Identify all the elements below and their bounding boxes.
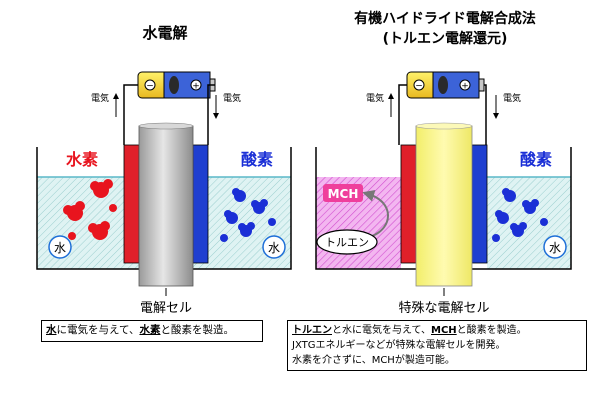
left-caption-segment: 水 — [46, 324, 57, 336]
left-caption-segment: に電気を与えて、 — [56, 324, 140, 336]
svg-text:水: 水 — [268, 241, 280, 255]
right-electricity-label-1: 電気 — [366, 92, 384, 104]
left-cathode — [123, 144, 140, 264]
right-caption-segment: トルエン — [292, 325, 332, 336]
left-caption-segment: 水素 — [139, 324, 161, 336]
right-caption: トルエンと水に電気を与えて、MCHと酸素を製造。 JXTGエネルギーなどが特殊な… — [287, 320, 587, 371]
water-circle-left-1: 水 — [48, 235, 72, 259]
right-cathode — [400, 144, 417, 264]
hydrogen-label: 水素 — [66, 150, 98, 169]
right-caption-segment: MCH — [431, 325, 457, 336]
right-caption-segment: と水に電気を与えて、 — [332, 325, 431, 336]
left-oxygen-label: 酸素 — [241, 150, 273, 169]
right-title-line2: (トルエン電解還元) — [383, 30, 508, 47]
left-caption-segment: と酸素を製造。 — [160, 324, 234, 336]
battery-icon-right: − + — [406, 71, 485, 99]
right-title-line1: 有機ハイドライド電解合成法 — [354, 10, 536, 27]
left-caption: 水に電気を与えて、水素と酸素を製造。 — [41, 320, 263, 342]
svg-text:MCH: MCH — [328, 187, 359, 201]
svg-text:−: − — [146, 82, 154, 92]
right-cell-label: 特殊な電解セル — [398, 301, 489, 316]
svg-text:+: + — [461, 82, 469, 92]
right-electricity-label-2: 電気 — [503, 92, 521, 104]
svg-text:+: + — [192, 82, 200, 92]
toluene-label: トルエン — [316, 229, 378, 255]
right-oxygen-label: 酸素 — [520, 150, 552, 169]
left-title: 水電解 — [142, 24, 187, 42]
hydrogen-bubbles — [63, 179, 117, 240]
left-cell-body — [138, 125, 194, 287]
left-cell-label: 電解セル — [140, 301, 192, 316]
left-electricity-label-2: 電気 — [223, 92, 241, 104]
svg-text:−: − — [415, 82, 423, 92]
right-anode — [471, 144, 488, 264]
battery-icon: − + — [137, 71, 216, 99]
water-circle-left-2: 水 — [262, 235, 286, 259]
svg-text:水: 水 — [54, 241, 66, 255]
right-caption-line2: JXTGエネルギーなどが特殊な電解セルを開発。 — [292, 340, 506, 351]
right-caption-line3: 水素を介さずに、MCHが製造可能。 — [292, 355, 455, 366]
svg-text:トルエン: トルエン — [325, 236, 369, 249]
left-electricity-label-1: 電気 — [91, 92, 109, 104]
svg-text:水: 水 — [549, 241, 561, 255]
right-caption-line1: トルエンと水に電気を与えて、MCHと酸素を製造。 — [292, 323, 582, 338]
right-cell-body — [415, 125, 473, 287]
right-caption-segment: と酸素を製造。 — [456, 325, 527, 336]
oxygen-bubbles-left — [220, 188, 276, 242]
oxygen-bubbles-right — [492, 188, 548, 242]
mch-label-box: MCH — [323, 184, 363, 202]
left-anode — [192, 144, 209, 264]
water-circle-right: 水 — [543, 235, 567, 259]
